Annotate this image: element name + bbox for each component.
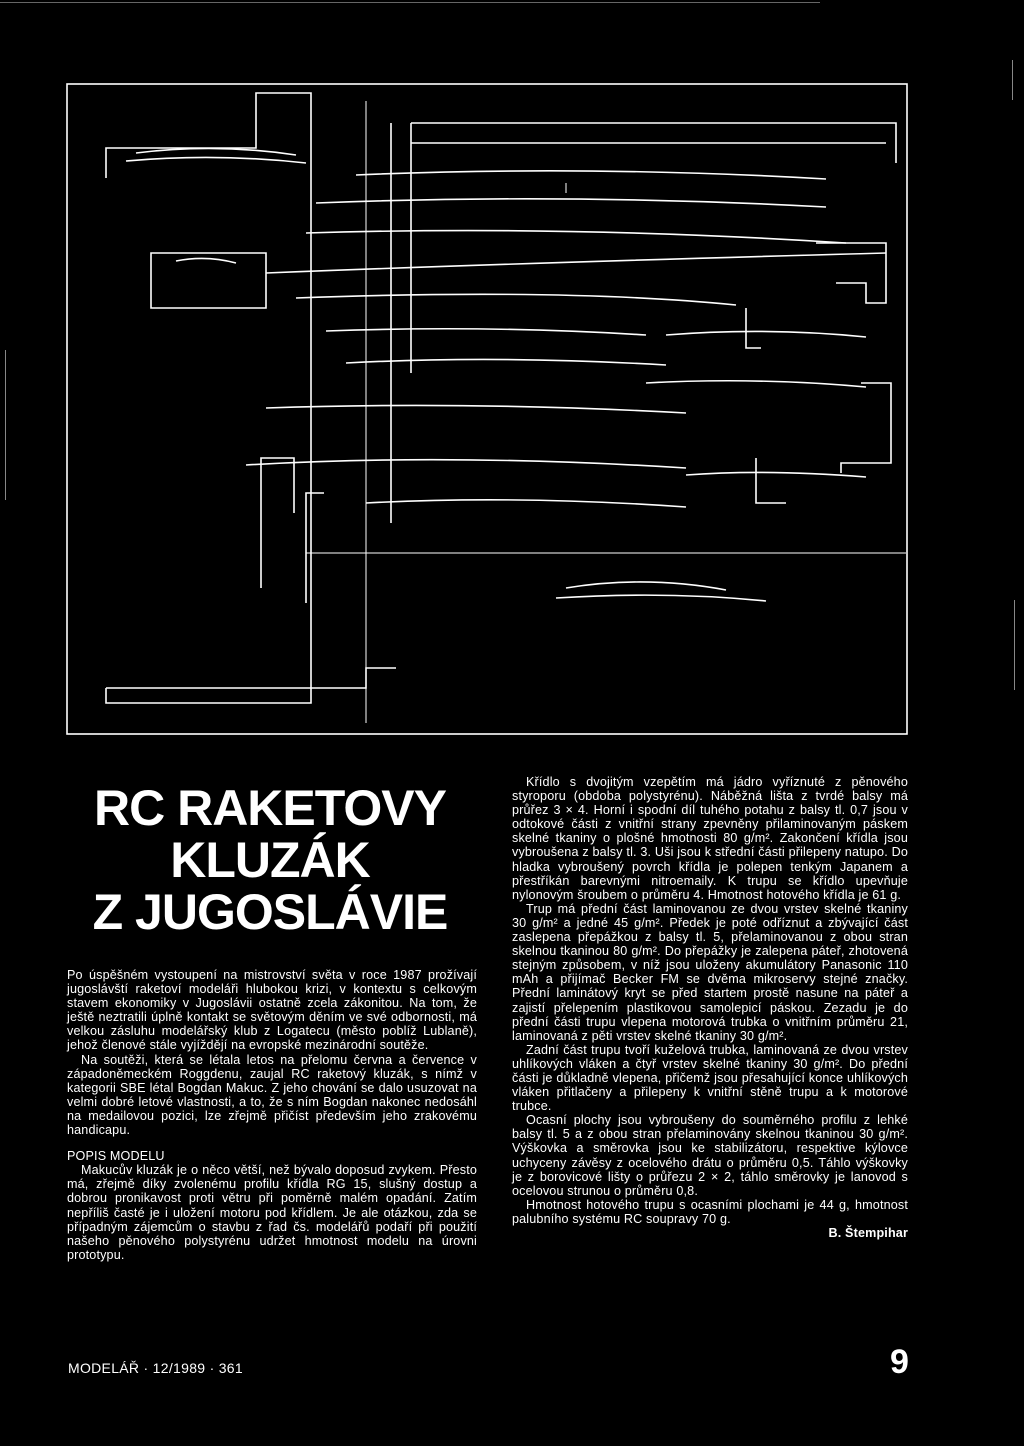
- paragraph: Hmotnost hotového trupu s ocasními ploch…: [512, 1197, 908, 1226]
- paragraph: Trup má přední část laminovanou ze dvou …: [512, 901, 908, 1043]
- wing-outline: [411, 122, 897, 163]
- page-number: 9: [890, 1343, 909, 1381]
- right-text-column: Křídlo s dvojitým vzepětím má jádro vyří…: [512, 775, 908, 1240]
- rudder-section: [565, 581, 727, 591]
- drawing-frame: [66, 83, 908, 735]
- title-line: KLUZÁK: [170, 832, 371, 888]
- paragraph: Po úspěšném vystoupení na mistrovství sv…: [67, 968, 477, 1053]
- title-line: Z JUGOSLÁVIE: [92, 884, 449, 940]
- canopy-outline: [150, 252, 267, 309]
- paragraph: Na soutěži, která se létala letos na pře…: [67, 1052, 477, 1138]
- section-heading: POPIS MODELU: [67, 1149, 165, 1164]
- stabilizer-section: [245, 458, 687, 469]
- right-edge-mark: [1014, 600, 1015, 690]
- top-rule: [0, 2, 820, 3]
- title-line: RC RAKETOVY: [93, 780, 447, 836]
- tail-outline: [816, 242, 887, 304]
- paragraph: Makucův kluzák je o něco větší, než býva…: [67, 1163, 477, 1262]
- left-edge-mark: [5, 350, 6, 500]
- glider-plan-drawing: [66, 83, 908, 735]
- wing-airfoil-section: [355, 170, 827, 180]
- left-text-column: Po úspěšném vystoupení na mistrovství sv…: [67, 968, 477, 1262]
- paragraph: Ocasní plochy jsou vybroušeny do souměrn…: [512, 1113, 908, 1198]
- fuselage-outline: [105, 92, 312, 704]
- article-title: RC RAKETOVY KLUZÁK Z JUGOSLÁVIE: [70, 782, 470, 938]
- author-signature: B. Štempihar: [828, 1226, 908, 1240]
- magazine-footer: MODELÁŘ · 12/1989 · 361: [68, 1360, 243, 1376]
- paragraph: Zadní část trupu tvoří kuželová trubka, …: [512, 1042, 908, 1114]
- right-edge-mark: [1012, 60, 1013, 100]
- paragraph: Křídlo s dvojitým vzepětím má jádro vyří…: [512, 775, 908, 902]
